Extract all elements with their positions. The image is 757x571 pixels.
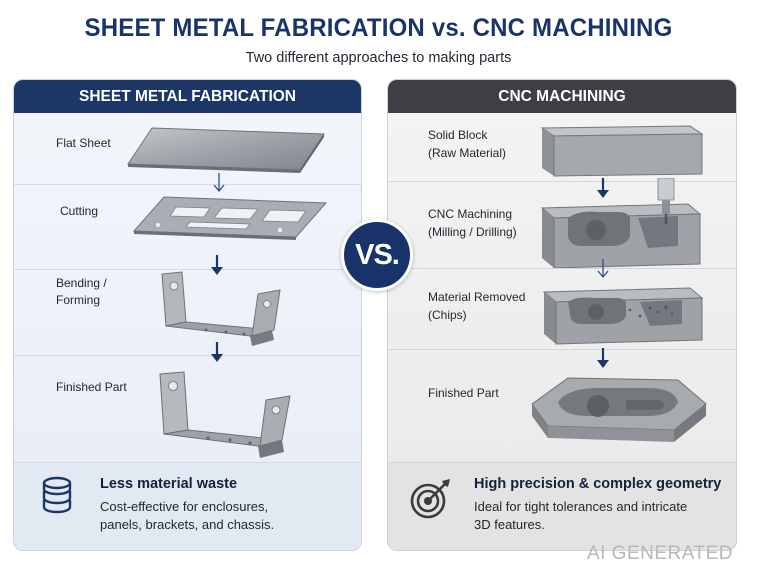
sheet-metal-footer-title: Less material waste [100,476,238,492]
page-subtitle: Two different approaches to making parts [245,50,512,66]
step-flat-sheet-label: Flat Sheet [56,136,111,150]
finished-bracket-image [159,371,291,458]
flat-sheet-image [127,127,325,173]
ai-generated-watermark: AI GENERATED [586,543,733,564]
sheet-metal-footer-line-1: Cost-effective for enclosures, [100,499,269,514]
step-bending-label-1: Bending / [56,276,107,290]
material-removed-image [542,287,704,345]
step-cnc-finished-part-label: Finished Part [428,386,499,400]
cnc-finished-part-image [531,377,707,442]
coin-stack-icon [42,476,72,514]
step-finished-part-label: Finished Part [56,380,127,394]
step-material-removed-label-1: Material Removed [428,290,526,304]
cut-sheet-image [132,196,328,240]
arrow-down-icon [597,259,609,279]
arrow-down-icon [213,173,225,193]
arrow-down-icon [211,255,223,275]
cnc-header: CNC MACHINING [388,80,736,113]
bent-bracket-image [161,271,281,346]
sheet-metal-panel: SHEET METAL FABRICATION Flat Sheet Cutti… [13,79,362,551]
step-bending-label-2: Forming [56,293,101,307]
step-solid-block-label-2: (Raw Material) [428,146,507,160]
arrow-down-icon [597,178,609,198]
page-title: SHEET METAL FABRICATION vs. CNC MACHININ… [84,14,673,42]
arrow-down-icon [597,348,609,368]
step-cnc-machining-label-2: (Milling / Drilling) [428,225,517,239]
solid-block-image [540,125,704,177]
step-material-removed-label-2: (Chips) [428,308,467,322]
step-cnc-machining-label-1: CNC Machining [428,207,513,221]
sheet-metal-header: SHEET METAL FABRICATION [14,80,361,113]
step-solid-block-label-1: Solid Block [428,128,488,142]
cnc-milling-image [540,178,702,269]
sheet-metal-footer-line-2: panels, brackets, and chassis. [100,517,275,532]
cnc-footer-line-2: 3D features. [474,517,545,532]
arrow-down-icon [211,342,223,362]
target-icon [410,479,450,519]
cnc-footer-line-1: Ideal for tight tolerances and intricate [474,499,688,514]
sheet-metal-footer: Less material waste Cost-effective for e… [14,462,361,550]
step-cutting-label: Cutting [60,204,99,218]
cnc-footer-title: High precision & complex geometry [474,476,722,492]
cnc-footer: High precision & complex geometry Ideal … [388,462,736,550]
vs-badge: VS. [341,219,413,291]
cnc-panel: CNC MACHINING Solid Block (Raw Material)… [387,79,737,551]
